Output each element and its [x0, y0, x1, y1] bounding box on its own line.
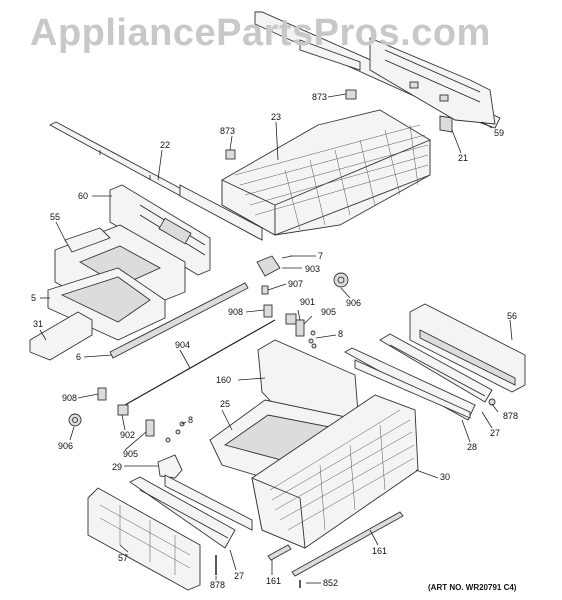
rail-22 — [49, 121, 263, 241]
stop-21 — [439, 115, 453, 133]
basket-30 — [251, 394, 419, 549]
callout-852: 852 — [323, 578, 339, 588]
callout-23: 23 — [271, 112, 282, 122]
callout-6: 6 — [76, 352, 82, 362]
callout-27-right: 27 — [490, 428, 501, 438]
clip-873-top — [345, 89, 357, 100]
callout-8-upper: 8 — [338, 329, 344, 339]
callout-57: 57 — [118, 553, 129, 563]
callout-901: 901 — [300, 297, 316, 307]
screws-8-upper — [308, 330, 317, 349]
callout-907: 907 — [288, 279, 304, 289]
fasteners-lower — [68, 387, 185, 443]
bracket-29 — [157, 454, 253, 531]
rod-6 — [109, 282, 249, 359]
callout-878-right: 878 — [503, 411, 519, 421]
callout-873-top: 873 — [312, 92, 328, 102]
callout-59: 59 — [494, 128, 505, 138]
callout-29: 29 — [112, 462, 123, 472]
callout-7: 7 — [318, 251, 324, 261]
callout-908-lower: 908 — [62, 393, 78, 403]
leader-lines — [39, 93, 513, 584]
callout-906-lower: 906 — [58, 441, 74, 451]
callout-160: 160 — [216, 375, 232, 385]
callout-873-left: 873 — [220, 126, 236, 136]
bracket-60 — [109, 184, 211, 276]
callout-902: 902 — [120, 430, 136, 440]
callout-905-upper: 905 — [321, 307, 337, 317]
callout-55: 55 — [50, 212, 61, 222]
shaft-904 — [124, 319, 276, 406]
slide-28 — [344, 347, 476, 421]
callout-31: 31 — [33, 319, 44, 329]
callout-30: 30 — [440, 472, 451, 482]
slide-27-bottom — [129, 476, 236, 549]
cover-31 — [29, 311, 93, 361]
callout-908-upper: 908 — [228, 307, 244, 317]
callout-161-left: 161 — [266, 576, 282, 586]
callout-21: 21 — [458, 153, 469, 163]
callout-25: 25 — [220, 399, 231, 409]
fasteners-upper — [261, 285, 305, 337]
callout-906-top: 906 — [346, 298, 362, 308]
callout-904: 904 — [175, 340, 191, 350]
tray-5 — [47, 267, 166, 341]
damper-903 — [256, 255, 293, 277]
art-number: (ART NO. WR20791 C4) — [428, 583, 517, 592]
gear-906-top — [333, 272, 349, 288]
panel-57 — [87, 487, 201, 591]
callout-60: 60 — [78, 191, 89, 201]
clip-873-left — [225, 149, 236, 160]
callout-8-lower: 8 — [188, 415, 194, 425]
rods-161 — [267, 511, 404, 577]
screw-878-right — [488, 398, 496, 406]
callout-56: 56 — [507, 311, 518, 321]
callout-903: 903 — [305, 264, 321, 274]
rail-assembly-59 — [254, 11, 501, 129]
callout-878-bottom: 878 — [210, 580, 226, 590]
callout-5: 5 — [31, 293, 37, 303]
callout-28: 28 — [467, 442, 478, 452]
callout-905-lower: 905 — [123, 449, 139, 459]
slide-27-right — [379, 333, 493, 403]
panel-56 — [409, 303, 526, 393]
callout-27-bottom: 27 — [234, 571, 245, 581]
callout-22: 22 — [160, 140, 171, 150]
callout-161-right: 161 — [372, 546, 388, 556]
watermark: AppliancePartsPros.com — [30, 12, 491, 54]
wire-basket-23 — [221, 109, 431, 236]
